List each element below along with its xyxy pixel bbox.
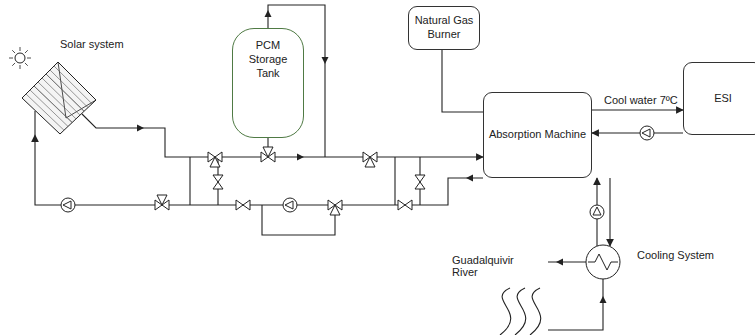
sun-ray xyxy=(12,50,15,53)
valve-symbol xyxy=(415,175,425,189)
three-way-valve xyxy=(330,205,340,215)
heat-exchanger-symbol xyxy=(585,244,621,280)
pump-arrow xyxy=(642,129,650,137)
sun-ray xyxy=(20,47,21,51)
solar-illustration xyxy=(10,38,110,135)
collector-tube xyxy=(46,74,84,111)
flow-arrow xyxy=(466,175,473,182)
flow-arrow xyxy=(137,125,144,132)
collector-tube xyxy=(46,74,84,111)
node-label: Cooling System xyxy=(637,249,714,261)
river-inlet xyxy=(548,279,603,330)
pump-symbol xyxy=(590,205,604,219)
river-curve xyxy=(500,288,511,335)
flow-arrow xyxy=(265,10,272,17)
collector-frame xyxy=(58,62,96,118)
edge-label: Cool water 7ºC xyxy=(602,94,680,106)
pump-arrow xyxy=(593,207,601,215)
pipe-connector xyxy=(592,132,683,133)
sun-ray xyxy=(25,63,28,66)
process-box: Absorption Machine xyxy=(483,92,592,178)
three-way-valve xyxy=(210,157,220,167)
heat-exchanger: Cooling System xyxy=(585,244,621,280)
collector-tube xyxy=(26,94,64,130)
sun-ray xyxy=(27,58,31,59)
pipe-connector xyxy=(35,135,483,205)
node-label: Absorption Machine xyxy=(489,128,586,142)
valve-symbol xyxy=(236,200,250,210)
pipe-connector xyxy=(592,109,683,110)
pump-symbol xyxy=(640,126,654,140)
burner-box: Natural Gas Burner xyxy=(408,6,480,50)
pipe-connector xyxy=(442,50,483,112)
exchanger-coil xyxy=(588,254,618,270)
pump-arrow xyxy=(285,201,293,209)
valve-symbol xyxy=(213,175,223,189)
flow-arrow xyxy=(322,57,329,64)
collector-tube xyxy=(34,86,72,123)
river-label: Guadalquivir River xyxy=(452,254,524,278)
storage-tank: PCM Storage Tank xyxy=(232,28,304,138)
sun-ray xyxy=(20,65,21,69)
collector-tube xyxy=(30,90,68,126)
solar-collector: Solar system xyxy=(10,38,110,135)
river-outlet xyxy=(548,261,586,262)
pump-arrow xyxy=(63,201,71,209)
collector-inlet xyxy=(34,111,35,135)
three-way-valve xyxy=(157,195,167,205)
three-way-valve xyxy=(263,147,273,157)
flow-arrow xyxy=(600,296,607,303)
node-label: Solar system xyxy=(60,38,124,50)
node-label: Natural Gas Burner xyxy=(413,14,475,42)
valve-symbol xyxy=(398,200,412,210)
flow-arrow xyxy=(297,154,304,161)
collector-tube xyxy=(34,86,72,122)
three-way-valve xyxy=(365,157,375,167)
exchanger-circle xyxy=(586,245,620,279)
collector-tube xyxy=(38,82,76,119)
node-label: ESI xyxy=(714,92,732,106)
collector-outlet xyxy=(82,114,110,128)
sun-ray xyxy=(25,50,28,53)
collector-tube xyxy=(54,66,92,104)
pump-symbol xyxy=(283,198,297,212)
river-curve xyxy=(530,288,541,335)
sun-ray xyxy=(9,58,13,59)
pump-bypass xyxy=(262,205,335,235)
flow-arrow xyxy=(556,259,563,266)
collector-panel xyxy=(22,62,96,134)
collector-tube xyxy=(42,78,80,115)
collector-tube xyxy=(50,70,88,108)
river-curve xyxy=(515,288,526,335)
sun-ray xyxy=(12,63,15,66)
node-label: PCM Storage Tank xyxy=(237,39,299,80)
pipe-connector xyxy=(609,178,610,246)
sun xyxy=(15,53,25,63)
process-box: ESI xyxy=(683,62,755,135)
pump-symbol xyxy=(61,198,75,212)
bypass-pipe xyxy=(190,157,420,205)
